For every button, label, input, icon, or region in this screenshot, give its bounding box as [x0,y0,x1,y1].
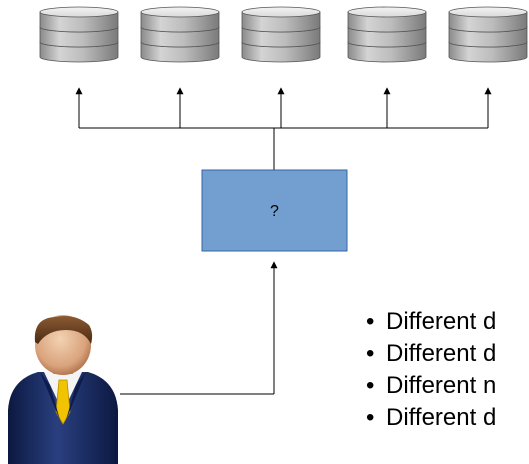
database-icon [347,6,427,63]
database-icon [241,6,321,63]
database-icon [448,6,528,63]
database-group [39,6,528,63]
feature-list: • Different d • Different d • Different n •… [366,306,496,434]
database-icon [140,6,220,63]
list-item-text: Different d [386,340,497,367]
router-box: ? [201,169,348,252]
list-item: • Different d [366,402,496,434]
bullet-dot: • [366,308,375,335]
connector-lines [79,127,488,395]
list-item: • Different d [366,306,496,338]
businessman-icon [8,315,118,464]
bullet-dot: • [366,404,375,431]
list-item: • Different n [366,370,496,402]
list-item-text: Different d [386,404,497,431]
bullet-dot: • [366,340,375,367]
database-icon [39,6,119,63]
bullet-dot: • [366,372,375,399]
list-item: • Different d [366,338,496,370]
database-arrows [75,87,492,128]
router-label: ? [270,203,279,220]
list-item-text: Different d [386,308,497,335]
list-item-text: Different n [386,372,497,399]
